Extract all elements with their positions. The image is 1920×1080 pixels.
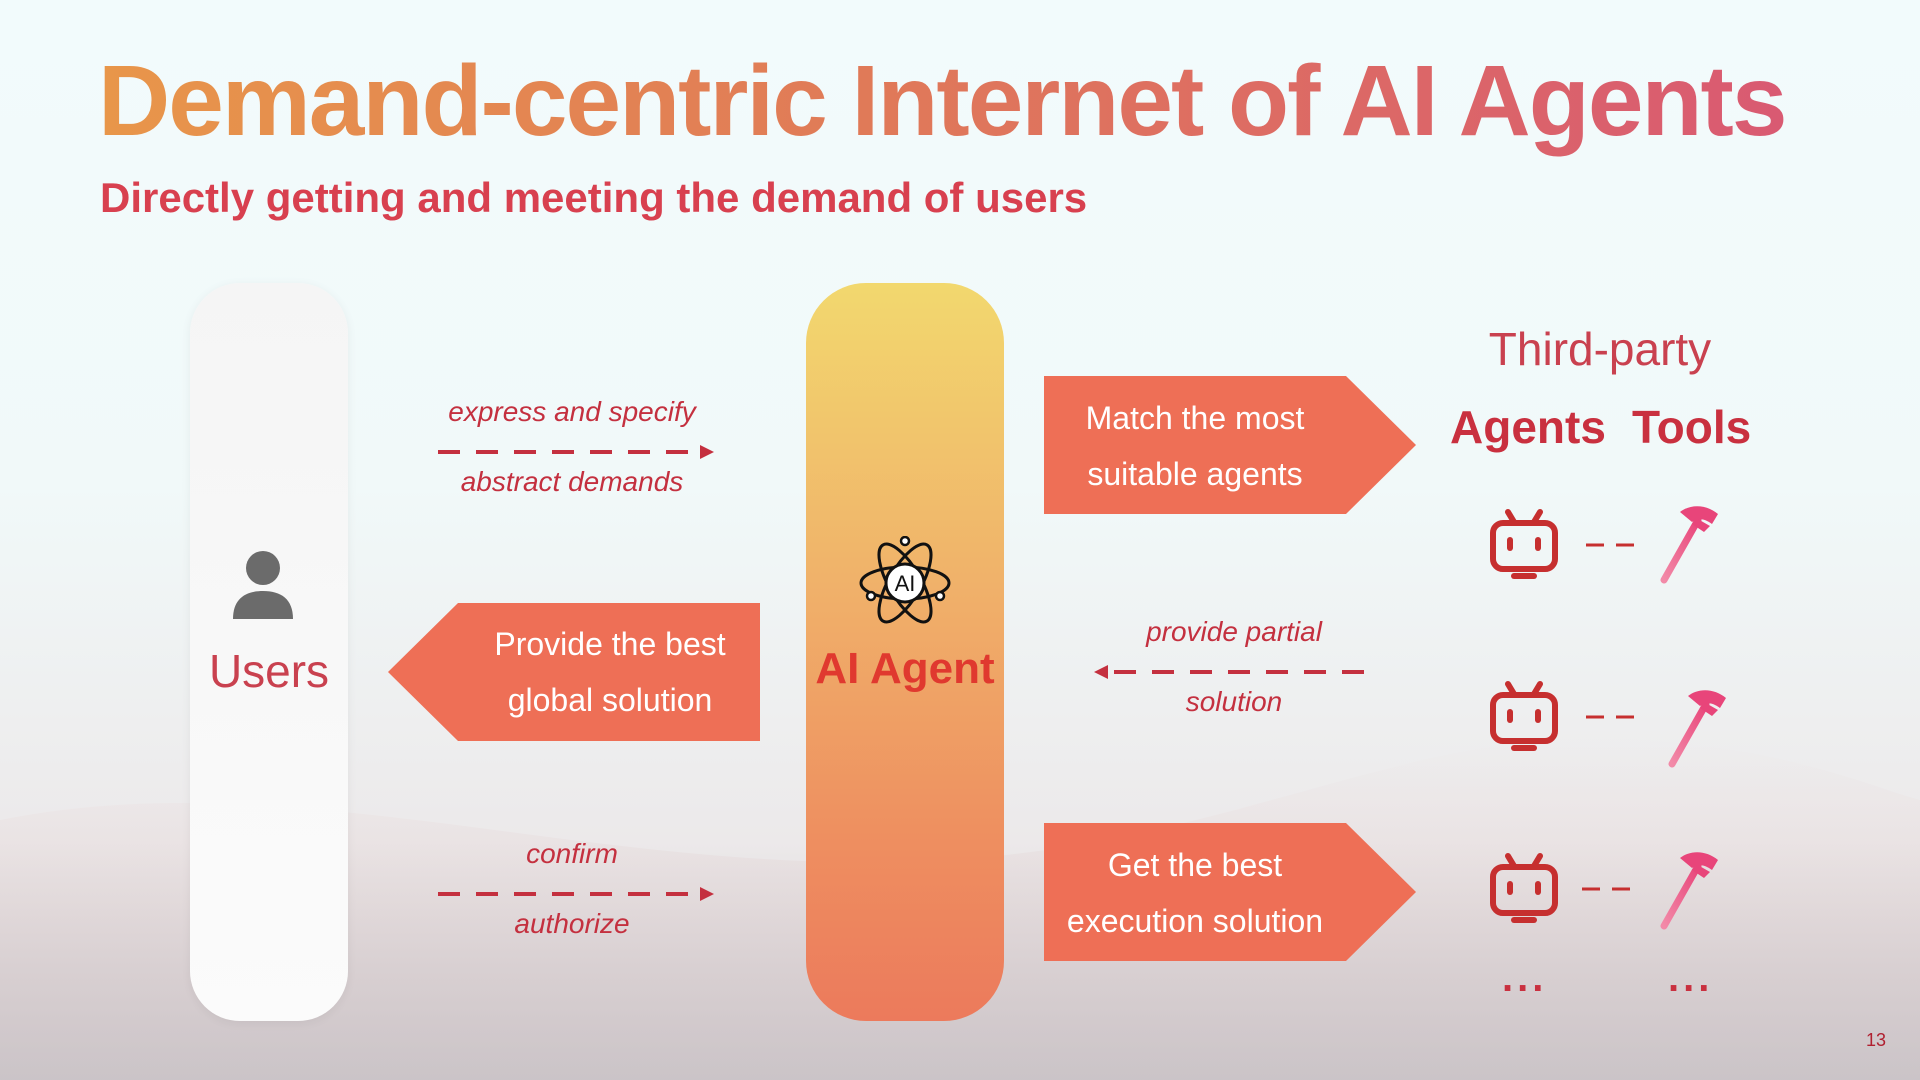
ai-agent-label: AI Agent — [815, 644, 995, 693]
robot-icon — [1490, 509, 1558, 579]
abstract-demands-label: abstract demands — [460, 466, 684, 497]
hammer-icon — [1668, 690, 1726, 768]
match-agents-arrow-shape — [1044, 376, 1416, 514]
provide-solution-line2: global solution — [507, 682, 713, 718]
person-icon — [233, 551, 293, 619]
confirm-label: confirm — [526, 838, 618, 869]
provide-solution-arrow-shape — [388, 603, 760, 741]
robot-icon — [1490, 853, 1558, 923]
hammer-icon — [1660, 506, 1718, 584]
match-agents-line1: Match the most — [1085, 400, 1305, 436]
agent-tool-link — [1582, 887, 1638, 891]
agent-tool-link — [1586, 715, 1642, 719]
robot-icon — [1490, 681, 1558, 751]
execution-solution-line2: execution solution — [1066, 903, 1324, 939]
dashed-arrow-left — [1094, 665, 1370, 679]
dashed-arrow-right-confirm — [438, 887, 714, 901]
users-pillar — [190, 283, 348, 1021]
solution-label: solution — [1185, 686, 1283, 717]
page-subtitle: Directly getting and meeting the demand … — [100, 174, 1088, 221]
tools-ellipsis: ... — [1668, 956, 1714, 1000]
provide-solution-line1: Provide the best — [494, 626, 726, 662]
ai-agent-pillar — [806, 283, 1004, 1021]
agents-ellipsis: ... — [1502, 956, 1548, 1000]
users-label: Users — [208, 645, 330, 697]
express-label: express and specify — [448, 396, 696, 427]
authorize-label: authorize — [514, 908, 630, 939]
execution-solution-line1: Get the best — [1107, 847, 1283, 883]
page-title: Demand-centric Internet of AI Agents — [98, 45, 1787, 157]
agents-column-header: Agents — [1450, 401, 1606, 453]
tools-column-header: Tools — [1632, 401, 1752, 453]
hammer-icon — [1660, 852, 1718, 930]
ai-icon-text: AI — [895, 571, 916, 596]
atom-ai-icon: AI — [859, 536, 951, 624]
agent-tool-link — [1586, 543, 1642, 547]
execution-solution-arrow-shape — [1044, 823, 1416, 961]
third-party-title: Third-party — [1488, 323, 1712, 375]
page-number: 13 — [1866, 1030, 1887, 1050]
provide-partial-label: provide partial — [1146, 616, 1322, 647]
match-agents-line2: suitable agents — [1087, 456, 1303, 492]
dashed-arrow-right — [438, 445, 714, 459]
